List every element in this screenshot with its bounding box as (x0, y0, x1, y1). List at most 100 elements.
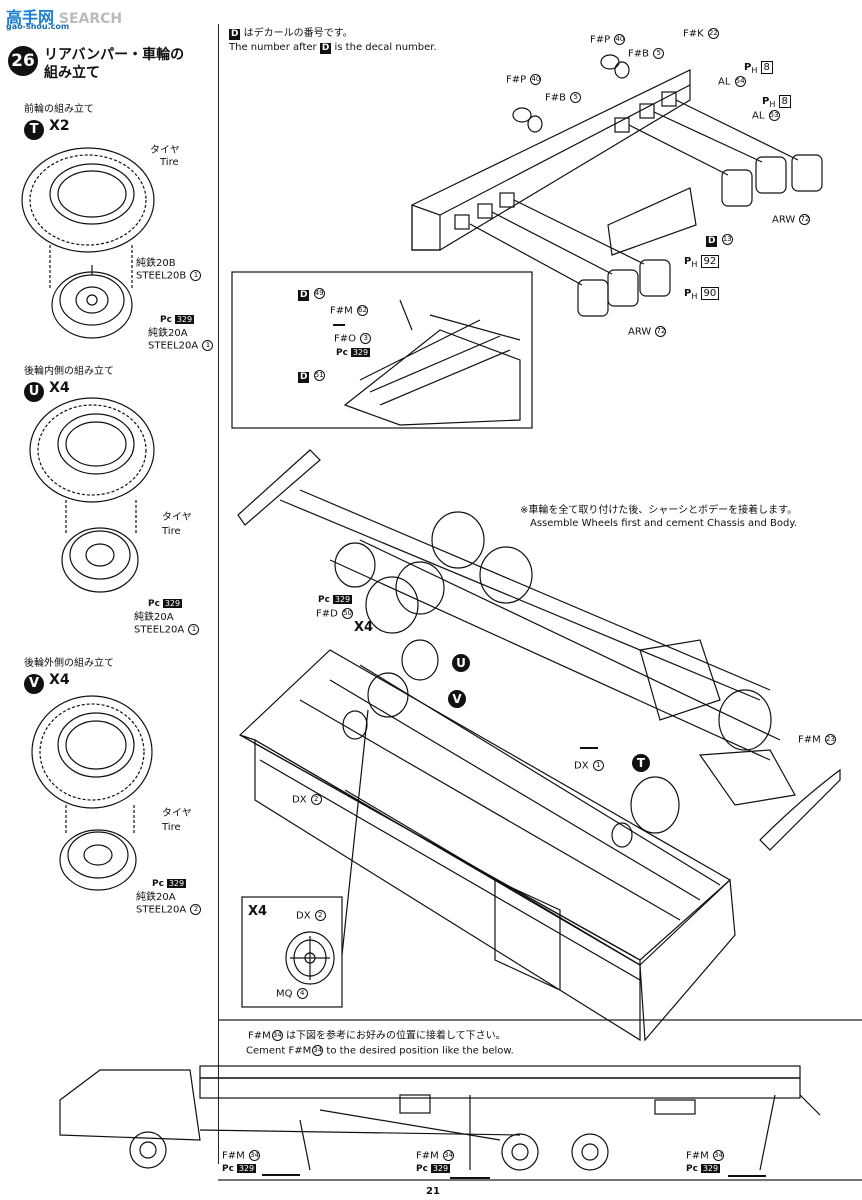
rear-outer-heading: 後輪外側の組み立て (24, 658, 114, 669)
label-d13: D 13 (706, 234, 733, 247)
label-d13-text: D (706, 235, 718, 247)
label-fb5b: F#B 5 (545, 92, 582, 105)
detail-mq4: MQ 4 (276, 988, 308, 1001)
front-tire-en: Tire (160, 157, 179, 168)
decal-note-jp-text: はデカールの番号です。 (243, 28, 353, 39)
side-label-3-pc: Pc (686, 1163, 698, 1174)
column-divider (218, 24, 219, 1164)
rear-inner-tire-en: Tire (162, 526, 181, 537)
label-ph8b-sub: H (769, 100, 776, 109)
detail-wheel-drawing (285, 931, 335, 985)
marker-u: U (452, 654, 470, 672)
label-al53-num: 53 (768, 110, 780, 121)
side-note-en-num: 34 (312, 1045, 324, 1056)
side-view-drawing (59, 1065, 821, 1171)
main-dx1-num: 1 (592, 760, 604, 771)
rear-outer-part-en: STEEL20A (136, 904, 187, 916)
rear-outer-part-num: 2 (190, 904, 202, 915)
label-al54: AL 54 (718, 76, 746, 89)
decal-note-en: The number after D is the decal number. (229, 42, 437, 54)
label-ph90-sub: H (691, 292, 698, 301)
inset-d49-text: D (298, 289, 310, 301)
inset-fm62-text: F#M (330, 305, 353, 317)
detail-dx2-text: DX (296, 910, 311, 922)
label-arw72b: ARW 72 (628, 326, 667, 339)
assembly-note-jp: ※車輪を全て取り付けた後、シャーシとボデーを接着します。 (520, 505, 798, 516)
inset-fm62-num: 62 (356, 305, 368, 316)
step-title-line2: 組み立て (44, 65, 100, 81)
front-pc-num: 329 (174, 315, 195, 324)
front-wheel-marker-group: T X2 (24, 118, 70, 140)
label-fp40a-text: F#P (590, 34, 611, 46)
rear-outer-rim-drawing (59, 829, 137, 891)
main-pc-label: Pc (318, 595, 330, 605)
front-wheel-qty: X2 (49, 118, 70, 134)
side-label-1-pc-num: 329 (236, 1163, 257, 1173)
inset-pc: Pc 329 (336, 347, 371, 359)
rear-outer-part-jp: 純鉄20A (136, 892, 176, 903)
label-ph90: PH 90 (684, 287, 720, 303)
side-label-1: F#M 34 Pc 329 (222, 1150, 260, 1175)
watermark-title: SEARCH (58, 11, 123, 27)
label-arw72a: ARW 72 (772, 214, 811, 227)
rear-inner-pc: Pc 329 (148, 598, 183, 610)
rear-inner-qty: X4 (49, 380, 70, 396)
rear-outer-tire-drawing (31, 695, 153, 809)
decal-box-letter: D (229, 29, 241, 40)
detail-mq4-text: MQ (276, 988, 293, 1000)
label-al54-num: 54 (734, 76, 746, 87)
label-fb5a: F#B 5 (628, 48, 665, 61)
front-pc-label: Pc (160, 315, 172, 325)
label-ph8a-sub: H (751, 66, 758, 75)
rear-inner-part-jp: 純鉄20A (134, 612, 174, 623)
side-label-2-pc-num: 329 (430, 1163, 451, 1173)
watermark-site: gao-shou.com (6, 22, 70, 31)
label-ph90-text: P (684, 288, 692, 299)
label-ph92-text: P (684, 256, 692, 267)
label-fk22-num: 22 (707, 28, 719, 39)
label-arw72a-text: ARW (772, 214, 796, 226)
inset-fm62: F#M 62 (330, 305, 368, 318)
label-fp40b: F#P 40 (506, 74, 542, 87)
rear-inner-part: 純鉄20A STEEL20A 1 (134, 612, 200, 637)
assembly-note-en: Assemble Wheels first and cement Chassis… (530, 518, 798, 529)
arrows (262, 324, 766, 1179)
label-fp40b-text: F#P (506, 74, 527, 86)
rear-outer-part: 純鉄20A STEEL20A 2 (136, 892, 202, 917)
side-label-2: F#M 34 Pc 329 (416, 1150, 454, 1175)
inset-fo3: F#O 3 (334, 333, 372, 346)
rear-outer-pc-num: 329 (166, 879, 187, 888)
side-note-jp-text: は下図を参考にお好みの位置に接着して下さい。 (285, 1030, 506, 1042)
side-label-1-pc: Pc (222, 1163, 234, 1174)
side-note-jp-num: 34 (271, 1030, 283, 1041)
inset-pc-num: 329 (350, 348, 371, 357)
rear-outer-marker-group: V X4 (24, 672, 70, 694)
decal-note-en-prefix: The number after (229, 42, 317, 53)
label-fk22-text: F#K (683, 28, 704, 40)
rear-inner-tire-jp: タイヤ (162, 512, 192, 523)
marker-t: T (632, 754, 650, 772)
side-label-2-fm: F#M (416, 1150, 439, 1162)
side-label-2-num: 34 (442, 1150, 454, 1161)
inset-body-drawing (343, 299, 521, 426)
main-fd50-text: F#D (316, 608, 338, 620)
rear-inner-pc-num: 329 (162, 599, 183, 608)
label-fb5b-num: 5 (570, 92, 582, 103)
detail-qty: X4 (248, 904, 268, 919)
label-ph8a: PH 8 (744, 61, 773, 77)
side-label-3-num: 34 (712, 1150, 724, 1161)
main-dx2: DX 2 (292, 794, 322, 807)
front-part2-jp: 純鉄20A (148, 328, 188, 339)
inset-fo3-num: 3 (360, 333, 372, 344)
inset-d49: D 49 (298, 288, 325, 301)
main-dx1-text: DX (574, 760, 589, 772)
label-d13-num: 13 (721, 234, 733, 245)
rear-outer-tire-jp: タイヤ (162, 808, 192, 819)
rear-outer-marker: V (24, 674, 44, 694)
label-ph8a-text: P (744, 62, 752, 73)
main-fd50: F#D 50 (316, 608, 354, 621)
rear-outer-pc: Pc 329 (152, 878, 187, 890)
label-ph8b: PH 8 (762, 95, 791, 111)
